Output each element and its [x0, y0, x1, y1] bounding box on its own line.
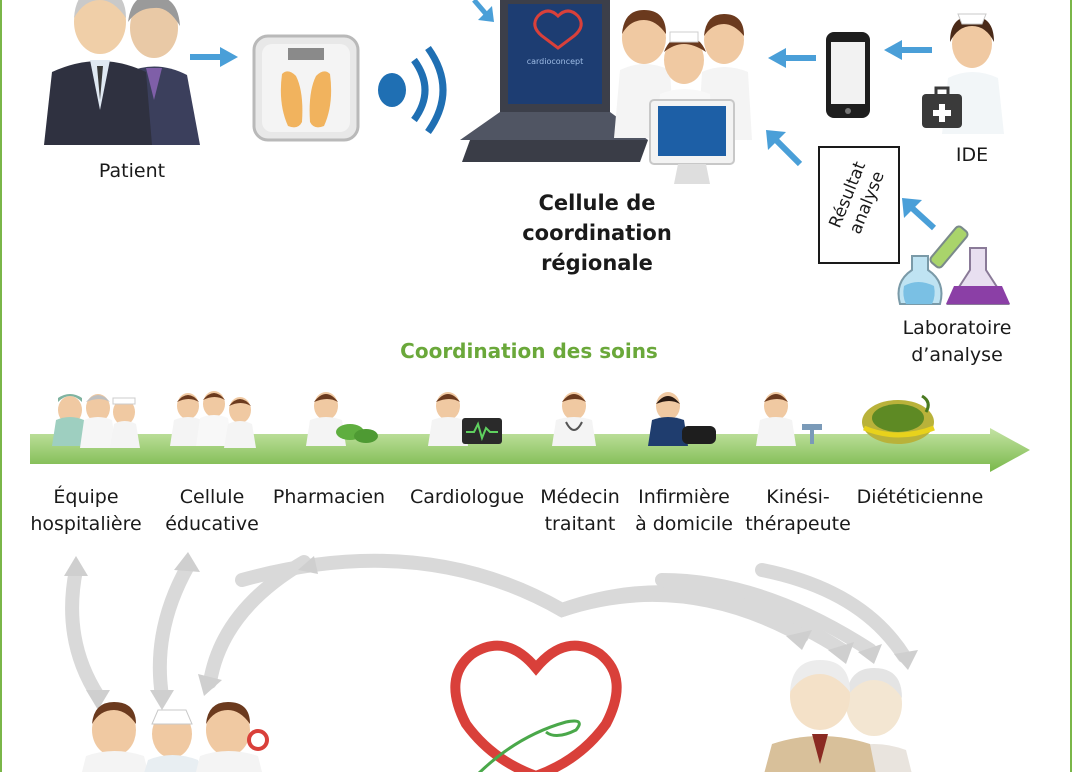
general-practitioner-icon — [552, 392, 596, 446]
actor-label-8: Diététicienne — [856, 486, 984, 508]
education-cell-icon — [170, 391, 256, 448]
actor-label-6: Infirmière — [638, 486, 730, 508]
pharmacist-icon — [306, 392, 378, 446]
laptop-screen-brand: cardioconcept — [526, 57, 584, 66]
cardiologist-icon — [428, 392, 502, 446]
hospital-team-icon — [52, 394, 140, 448]
actor-label-2b: éducative — [165, 513, 259, 535]
actor-label-5b: traitant — [544, 513, 616, 535]
actor-label-7b: thérapeute — [745, 513, 851, 535]
feedback-arrows — [64, 552, 918, 710]
arrow-into-laptop — [472, 0, 494, 22]
center-title-line2: coordination — [522, 221, 672, 245]
arrow-result-to-team — [766, 130, 803, 167]
arrow-nurse-to-phone — [884, 40, 932, 60]
patient-couple-icon — [44, 0, 200, 145]
ide-label: IDE — [955, 144, 989, 166]
result-box: Résultat analyse — [818, 146, 900, 264]
smartphone-icon — [826, 32, 870, 118]
lab-label-line1: Laboratoire — [902, 317, 1012, 339]
actor-label-5: Médecin — [540, 486, 620, 508]
scale-icon — [252, 34, 360, 142]
heart-logo-icon — [450, 640, 622, 772]
dietitian-icon — [862, 394, 935, 444]
doctors-team-icon — [614, 10, 752, 184]
actor-label-1: Équipe — [53, 486, 119, 508]
actor-label-6b: à domicile — [635, 513, 733, 535]
nurse-icon — [922, 13, 1004, 134]
physiotherapist-icon — [756, 392, 822, 446]
lab-flasks-icon — [897, 225, 1010, 305]
arrow-lab-to-result — [902, 198, 937, 231]
patient-label: Patient — [98, 160, 166, 182]
actor-label-7: Kinési- — [766, 486, 830, 508]
care-team-icon — [82, 702, 269, 772]
actor-label-1b: hospitalière — [30, 513, 142, 535]
center-title-line1: Cellule de — [538, 191, 656, 215]
actor-label-2: Cellule — [179, 486, 245, 508]
center-title-line3: régionale — [541, 251, 653, 275]
actor-label-4: Cardiologue — [409, 486, 525, 508]
arrow-phone-to-team — [768, 48, 816, 68]
actor-label-3: Pharmacien — [272, 486, 386, 508]
lab-label-line2: d’analyse — [911, 344, 1003, 366]
coordination-title: Coordination des soins — [400, 339, 658, 363]
arrow-patient-to-scale — [190, 47, 238, 67]
laptop-icon — [460, 0, 648, 162]
home-nurse-icon — [648, 392, 716, 446]
patient-couple-bottom-icon — [764, 660, 912, 772]
wireless-signal-icon — [378, 45, 447, 135]
